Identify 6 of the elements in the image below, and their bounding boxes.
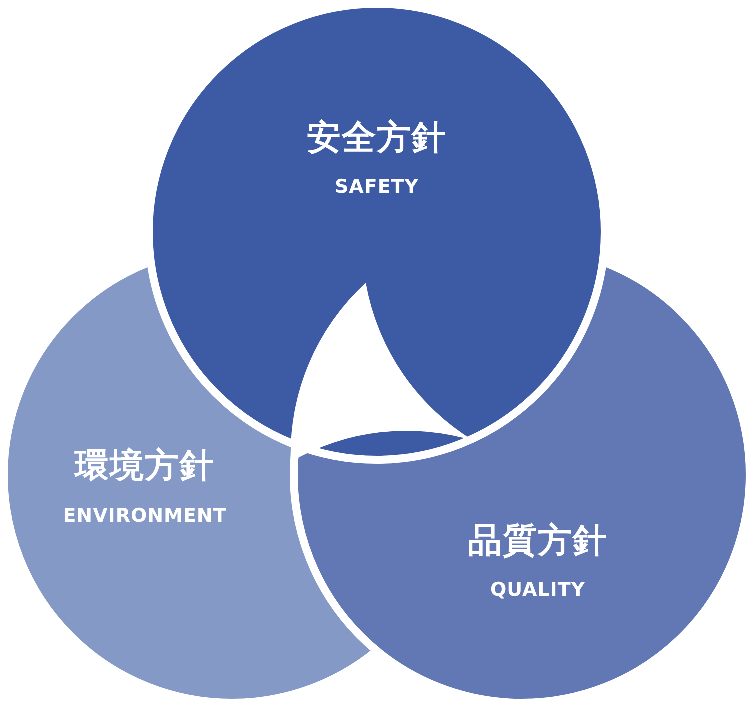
circle-title: 安全方針 xyxy=(307,117,447,160)
circle-title: 環境方針 xyxy=(75,445,215,488)
circle-subtitle: SAFETY xyxy=(334,176,420,198)
circle-subtitle: ENVIRONMENT xyxy=(63,505,227,527)
circle-title: 品質方針 xyxy=(468,520,608,563)
circle-subtitle: QUALITY xyxy=(490,579,586,601)
